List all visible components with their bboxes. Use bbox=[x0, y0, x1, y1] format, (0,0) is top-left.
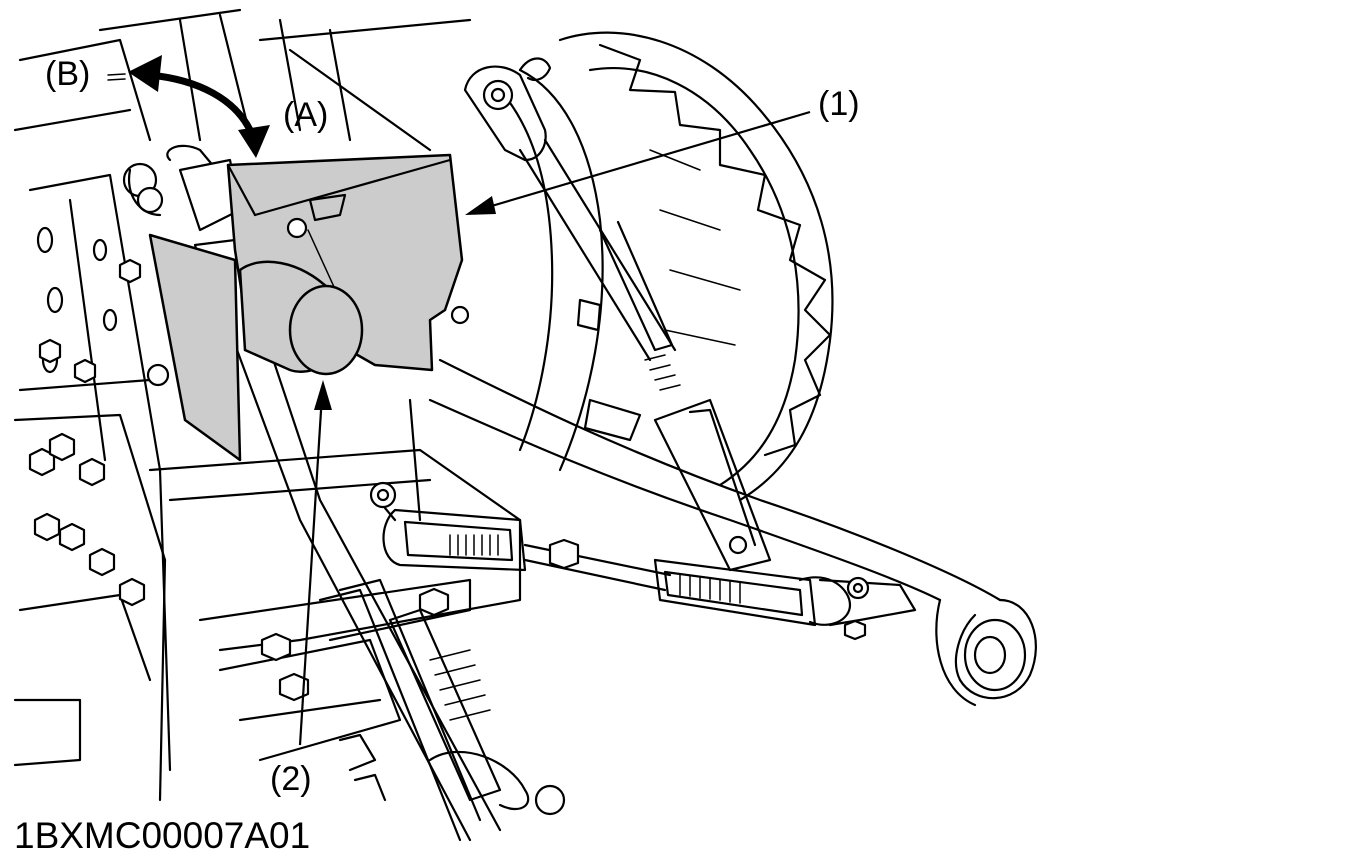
figure-code: 1BXMC00007A01 bbox=[14, 815, 310, 856]
leader-1-arrowhead bbox=[465, 196, 496, 215]
lower-link bbox=[408, 358, 1037, 707]
leader-lines bbox=[298, 110, 811, 746]
cover-side-flap bbox=[148, 233, 242, 462]
callout-label-b: (B) bbox=[45, 55, 90, 93]
leader-2-arrowhead bbox=[314, 380, 332, 410]
callout-label-2: (2) bbox=[270, 760, 312, 798]
arrow-head-b bbox=[128, 55, 162, 92]
cylinder-end bbox=[288, 284, 364, 376]
movement-arrow bbox=[107, 55, 270, 158]
hitch-base-plate bbox=[148, 448, 522, 842]
callout-label-1: (1) bbox=[818, 85, 860, 123]
tractor-frame bbox=[13, 8, 472, 802]
top-link bbox=[463, 57, 772, 572]
check-chain-turnbuckle bbox=[369, 481, 917, 641]
rear-tire bbox=[498, 31, 834, 502]
lift-arm bbox=[122, 144, 566, 842]
bolt-group-left bbox=[28, 258, 146, 607]
leader-2 bbox=[298, 394, 324, 746]
leader-1 bbox=[477, 110, 811, 212]
callout-label-a: (A) bbox=[283, 96, 328, 134]
cylinder-part-2 bbox=[238, 260, 364, 376]
arrow-head-a bbox=[238, 125, 270, 158]
